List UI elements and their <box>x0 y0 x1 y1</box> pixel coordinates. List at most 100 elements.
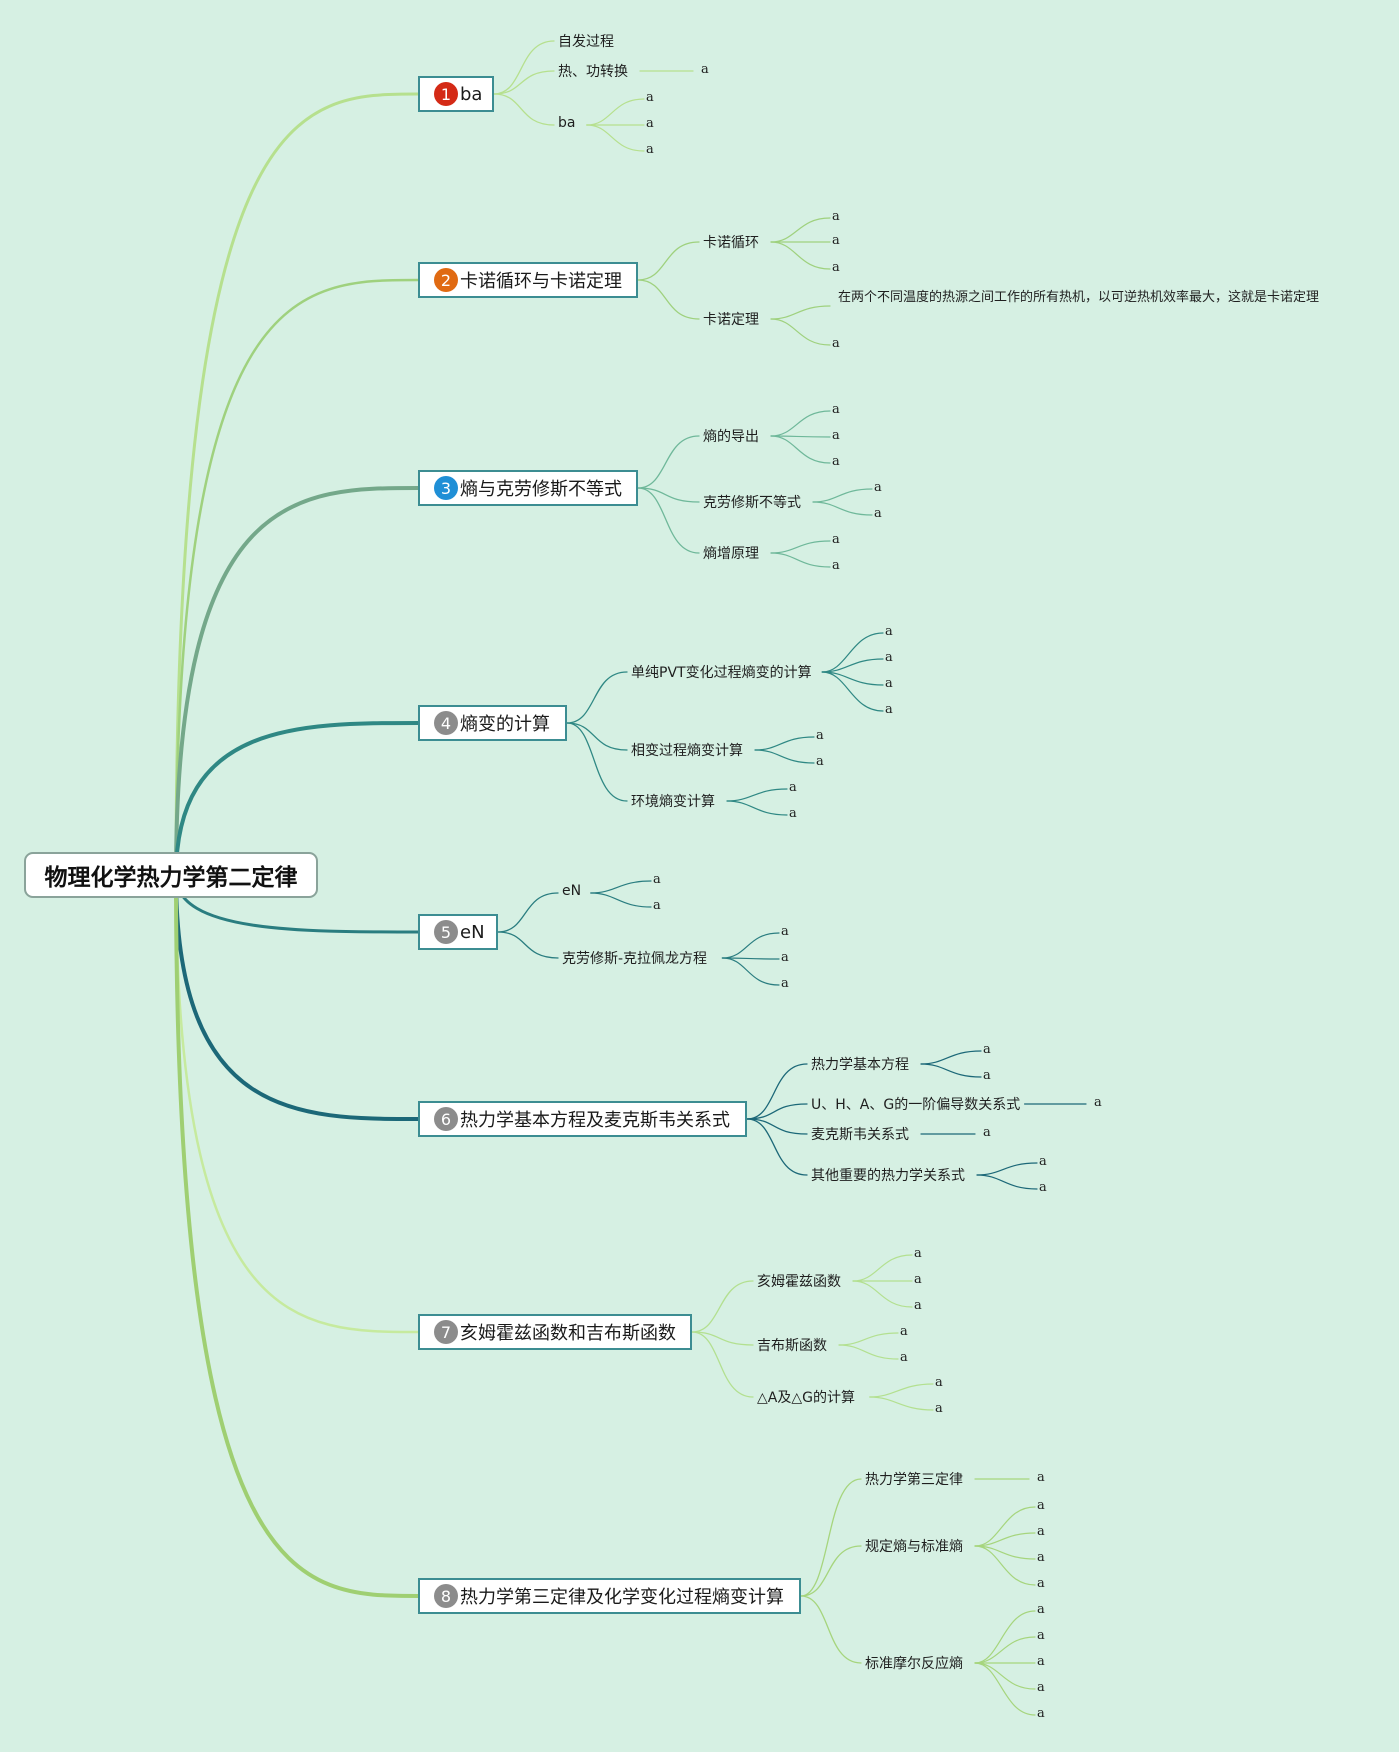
leaf-node[interactable]: a <box>1039 1154 1047 1169</box>
subtopic-node[interactable]: 麦克斯韦关系式 <box>811 1127 909 1143</box>
subtopic-node[interactable]: 热力学基本方程 <box>811 1057 909 1073</box>
leaf-node[interactable]: a <box>1037 1470 1045 1485</box>
connector-line <box>754 736 815 751</box>
branch-label: 熵与克劳修斯不等式 <box>460 479 622 500</box>
leaf-node[interactable]: a <box>935 1401 943 1416</box>
subtopic-node[interactable]: 卡诺循环 <box>703 235 759 251</box>
leaf-node[interactable]: a <box>983 1068 991 1083</box>
root-node[interactable]: 物理化学热力学第二定律 <box>24 852 318 898</box>
leaf-node[interactable]: a <box>885 702 893 717</box>
leaf-node[interactable]: a <box>874 506 882 521</box>
leaf-node[interactable]: a <box>983 1125 991 1140</box>
leaf-node[interactable]: a <box>701 62 709 77</box>
subtopic-node[interactable]: 其他重要的热力学关系式 <box>811 1168 965 1184</box>
subtopic-node[interactable]: 热、功转换 <box>558 64 628 80</box>
leaf-node[interactable]: a <box>885 676 893 691</box>
leaf-node[interactable]: a <box>781 976 789 991</box>
connector-line <box>174 721 420 878</box>
leaf-node[interactable]: 在两个不同温度的热源之间工作的所有热机，以可逆热机效率最大，这就是卡诺定理 <box>838 290 1320 305</box>
leaf-node[interactable]: a <box>914 1298 922 1313</box>
leaf-node[interactable]: a <box>646 90 654 105</box>
leaf-node[interactable]: a <box>914 1272 922 1287</box>
subtopic-node[interactable]: 熵的导出 <box>703 429 759 445</box>
leaf-node[interactable]: a <box>1039 1180 1047 1195</box>
leaf-node[interactable]: a <box>789 806 797 821</box>
leaf-node[interactable]: a <box>1037 1680 1045 1695</box>
leaf-node[interactable]: a <box>1037 1550 1045 1565</box>
connector-line <box>821 632 884 673</box>
leaf-node[interactable]: a <box>781 924 789 939</box>
leaf-node[interactable]: a <box>885 624 893 639</box>
subtopic-node[interactable]: 克劳修斯不等式 <box>703 495 801 511</box>
subtopic-node[interactable]: 亥姆霍兹函数 <box>757 1274 841 1290</box>
leaf-node[interactable]: a <box>832 209 840 224</box>
leaf-node[interactable]: a <box>900 1324 908 1339</box>
leaf-node[interactable]: a <box>832 233 840 248</box>
leaf-node[interactable]: a <box>832 428 840 443</box>
connector-line <box>812 488 873 503</box>
connector-line <box>721 957 780 986</box>
subtopic-node[interactable]: 环境熵变计算 <box>631 794 715 810</box>
leaf-node[interactable]: a <box>832 402 840 417</box>
leaf-node[interactable]: a <box>935 1375 943 1390</box>
leaf-node[interactable]: a <box>832 260 840 275</box>
leaf-node[interactable]: a <box>1037 1706 1045 1721</box>
leaf-node[interactable]: a <box>832 454 840 469</box>
subtopic-node[interactable]: 相变过程熵变计算 <box>631 743 743 759</box>
connector-line <box>746 1103 808 1120</box>
connector-line <box>974 1506 1036 1547</box>
leaf-node[interactable]: a <box>646 116 654 131</box>
leaf-node[interactable]: a <box>832 336 840 351</box>
subtopic-node[interactable]: eN <box>562 883 582 899</box>
leaf-node[interactable]: a <box>1094 1095 1102 1110</box>
leaf-node[interactable]: a <box>832 532 840 547</box>
leaf-node[interactable]: a <box>816 728 824 743</box>
leaf-node[interactable]: a <box>781 950 789 965</box>
leaf-node[interactable]: a <box>832 558 840 573</box>
leaf-node[interactable]: a <box>900 1350 908 1365</box>
subtopic-node[interactable]: 卡诺定理 <box>703 312 759 328</box>
subtopic-node[interactable]: 单纯PVT变化过程熵变的计算 <box>631 665 812 681</box>
branch-label: 卡诺循环与卡诺定理 <box>460 271 622 292</box>
leaf-node[interactable]: a <box>983 1042 991 1057</box>
leaf-node[interactable]: a <box>1037 1602 1045 1617</box>
leaf-node[interactable]: a <box>1037 1498 1045 1513</box>
connector-line <box>770 217 831 243</box>
leaf-node[interactable]: a <box>1037 1654 1045 1669</box>
leaf-node[interactable]: a <box>914 1246 922 1261</box>
leaf-node[interactable]: a <box>816 754 824 769</box>
leaf-node[interactable]: a <box>653 898 661 913</box>
leaf-node[interactable]: a <box>1037 1524 1045 1539</box>
subtopic-node[interactable]: U、H、A、G的一阶偏导数关系式 <box>811 1097 1021 1113</box>
subtopic-node[interactable]: 熵增原理 <box>703 546 759 562</box>
leaf-node[interactable]: a <box>1037 1576 1045 1591</box>
subtopic-node[interactable]: 热力学第三定律 <box>865 1472 963 1488</box>
leaf-node[interactable]: a <box>874 480 882 495</box>
subtopic-node[interactable]: 吉布斯函数 <box>757 1338 827 1354</box>
subtopic-node[interactable]: 标准摩尔反应熵 <box>865 1656 963 1672</box>
leaf-node[interactable]: a <box>646 142 654 157</box>
subtopic-node[interactable]: 克劳修斯-克拉佩龙方程 <box>562 951 708 967</box>
connector-line <box>852 1254 913 1282</box>
subtopic-node[interactable]: 自发过程 <box>558 34 614 50</box>
subtopic-node[interactable]: △A及△G的计算 <box>757 1390 855 1406</box>
leaf-node[interactable]: a <box>885 650 893 665</box>
connector-line <box>974 1662 1036 1716</box>
leaf-node[interactable]: a <box>653 872 661 887</box>
connector-line <box>174 874 420 1121</box>
leaf-node[interactable]: a <box>789 780 797 795</box>
connector-line <box>566 671 628 724</box>
subtopic-node[interactable]: ba <box>558 115 576 131</box>
subtopic-node[interactable]: 规定熵与标准熵 <box>865 1539 963 1555</box>
leaf-node[interactable]: a <box>1037 1628 1045 1643</box>
